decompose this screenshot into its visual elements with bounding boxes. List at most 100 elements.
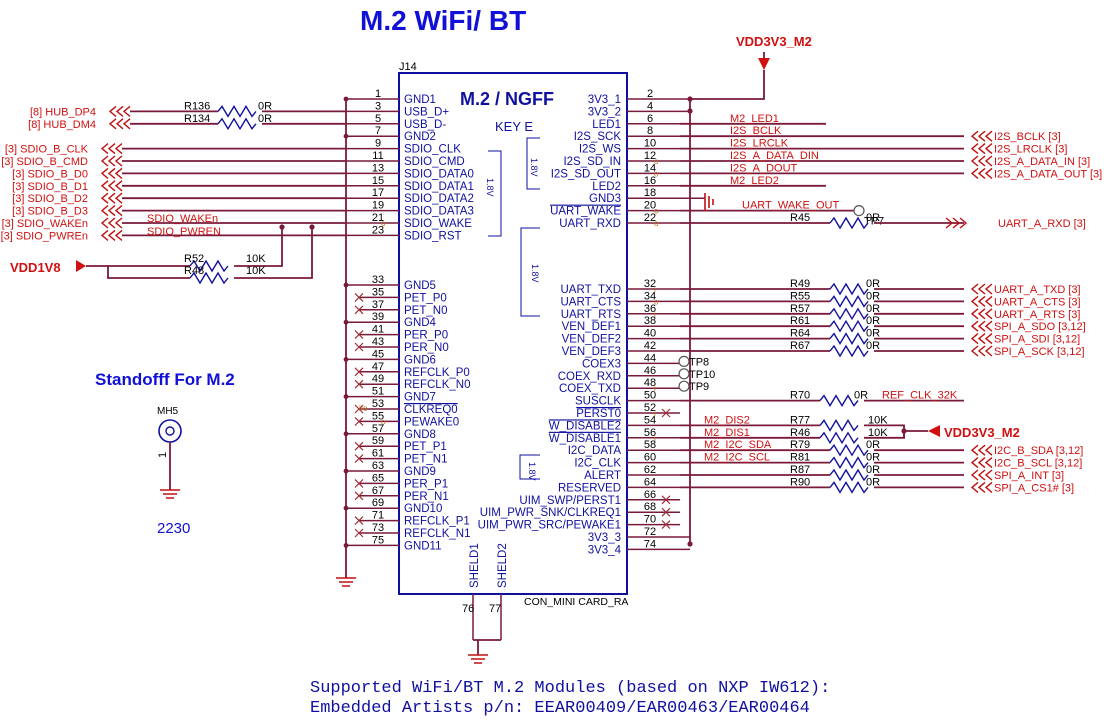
i2c-res-val: 0R bbox=[866, 464, 880, 476]
pin-name-left: SDIO_DATA2 bbox=[404, 193, 474, 205]
test-point bbox=[678, 380, 690, 392]
right-net-i2s: I2S_BCLK [3] bbox=[994, 131, 1061, 143]
usb-res-val: 0R bbox=[258, 113, 272, 125]
pin-number-right: 68 bbox=[644, 501, 656, 513]
i2c-res-ref: R90 bbox=[790, 476, 810, 488]
ref-clk-label: REF_CLK_32K bbox=[882, 390, 958, 402]
i2c-spi-net: SPI_A_CS1# [3] bbox=[994, 482, 1074, 494]
right-inner-net: I2S_A_DOUT bbox=[730, 162, 798, 174]
pin-name-right: 3V3_1 bbox=[588, 94, 621, 106]
uart-spi-net: UART_A_RTS [3] bbox=[994, 309, 1080, 321]
pin-number-right: 36 bbox=[644, 303, 656, 315]
right-net-arrow bbox=[970, 320, 993, 332]
i2c-res-ref: R79 bbox=[790, 439, 810, 451]
i2c-res-val: 0R bbox=[866, 476, 880, 488]
left-net-label: [3] SDIO_B_CLK bbox=[5, 144, 89, 156]
pin-name-right: LED1 bbox=[592, 119, 621, 131]
footer-line-1: Supported WiFi/BT M.2 Modules (based on … bbox=[310, 679, 830, 698]
pin-name-left: PER_P0 bbox=[404, 330, 448, 342]
usb-res-ref: R136 bbox=[184, 100, 210, 112]
pin-name-right: UART_RXD bbox=[559, 218, 621, 230]
uart-res-ref: R55 bbox=[790, 290, 810, 302]
pin-name-left: PER_N0 bbox=[404, 342, 449, 354]
right-net-arrow bbox=[970, 444, 993, 456]
page-title: M.2 WiFi/ BT bbox=[360, 5, 526, 36]
i2c-spi-resistor bbox=[829, 468, 869, 482]
io-mark: o bbox=[654, 157, 659, 166]
pin-name-left: PEWAKE0 bbox=[404, 416, 459, 428]
pin-name-right: I2S_SD_IN bbox=[563, 156, 621, 168]
usb-resistor bbox=[217, 105, 257, 118]
dis-res-ref: R77 bbox=[790, 414, 810, 426]
pin-name-left: CLKREQ0 bbox=[404, 404, 458, 416]
right-inner-net: I2S_A_DATA_DIN bbox=[730, 150, 819, 162]
pin-number-right: 66 bbox=[644, 489, 656, 501]
left-net-label: [3] SDIO_PWREn bbox=[1, 230, 88, 242]
uart-res-val: 0R bbox=[866, 340, 880, 352]
right-net-i2s: I2S_A_DATA_OUT [3] bbox=[994, 168, 1102, 180]
voltage-label-uart: 1.8V bbox=[530, 264, 540, 283]
pin-number-right: 14 bbox=[644, 162, 656, 174]
pin-name-left: REFCLK_N1 bbox=[404, 528, 470, 540]
pin-number-left: 57 bbox=[372, 423, 384, 435]
pin-number-right: 62 bbox=[644, 464, 656, 476]
ground-symbol-shield bbox=[468, 654, 488, 664]
right-net-arrow bbox=[970, 283, 993, 295]
right-net-arrow bbox=[970, 295, 993, 307]
no-connect-mark bbox=[354, 416, 364, 426]
i2c-inner-label: M2_I2C_SDA bbox=[704, 439, 772, 451]
pin-number-left: 23 bbox=[372, 224, 384, 236]
test-point bbox=[678, 355, 690, 367]
pin-name-right: COEX3 bbox=[582, 358, 621, 370]
pin-number-right: 2 bbox=[647, 88, 653, 100]
pin-number-left: 61 bbox=[372, 448, 384, 460]
uart-res-val: 0R bbox=[866, 328, 880, 340]
pin-name-right: UART_RTS bbox=[561, 309, 622, 321]
uart-spi-resistor bbox=[829, 295, 869, 308]
pin-number-right: 54 bbox=[644, 414, 656, 426]
pin-name-left: GND9 bbox=[404, 466, 436, 478]
left-net-labels: [8] HUB_DP4[8] HUB_DM4 [3] SDIO_B_CLK [3] … bbox=[1, 105, 346, 242]
r48-ref: R48 bbox=[184, 265, 204, 277]
vdd1v8-pullups: VDD1V8 R52 10K R48 10K SDIO_WAKEn SDIO_P… bbox=[10, 213, 315, 285]
pin-number-left: 53 bbox=[372, 398, 384, 410]
right-inner-net: I2S_BCLK bbox=[730, 125, 782, 137]
io-mark: i bbox=[654, 384, 656, 393]
pin-name-left: SDIO_CLK bbox=[404, 144, 461, 156]
uart-res-ref: R49 bbox=[790, 278, 810, 290]
pin-number-left: 15 bbox=[372, 175, 384, 187]
left-net-label: [3] SDIO_B_D3 bbox=[12, 206, 88, 218]
left-net-label: [3] SDIO_B_D2 bbox=[12, 193, 88, 205]
i2c-spi-net: I2C_B_SDA [3,12] bbox=[994, 445, 1083, 457]
pin-name-left: GND10 bbox=[404, 503, 442, 515]
ground-symbol-left bbox=[336, 577, 356, 587]
io-mark: o bbox=[654, 207, 659, 216]
pin-number-right: 4 bbox=[647, 100, 653, 112]
resistor-r70 bbox=[819, 394, 859, 407]
standoff-title: Standofff For M.2 bbox=[95, 370, 235, 389]
io-mark: o bbox=[381, 219, 386, 228]
io-mark: o bbox=[654, 219, 659, 228]
io-mark: i bbox=[654, 310, 656, 319]
left-net-label: [8] HUB_DP4 bbox=[30, 106, 96, 118]
pin-name-left: USB_D- bbox=[404, 119, 446, 131]
uart-spi-resistor bbox=[829, 344, 869, 358]
pin-name-left: PET_P0 bbox=[404, 292, 447, 304]
right-net-arrow bbox=[970, 481, 993, 493]
right-net-arrow bbox=[945, 217, 968, 229]
pin-number-left: 5 bbox=[375, 113, 381, 125]
test-point-tp7 bbox=[853, 205, 865, 217]
pin-number-right: 60 bbox=[644, 452, 656, 464]
left-net-arrow bbox=[100, 229, 123, 241]
pin-number-right: 20 bbox=[644, 200, 656, 212]
vdd3v3-right: VDD3V3_M2 bbox=[901, 425, 1020, 440]
vdd1v8-label: VDD1V8 bbox=[10, 260, 61, 275]
tp7-label: TP7 bbox=[864, 216, 884, 228]
pin-number-left: 47 bbox=[372, 361, 384, 373]
uart-res-val: 0R bbox=[866, 290, 880, 302]
pin-number-left: 35 bbox=[372, 286, 384, 298]
left-net-label: [8] HUB_DM4 bbox=[28, 119, 96, 131]
r45-val: 0R bbox=[866, 212, 880, 224]
uart-wake-out-label: UART_WAKE_OUT bbox=[742, 200, 839, 212]
